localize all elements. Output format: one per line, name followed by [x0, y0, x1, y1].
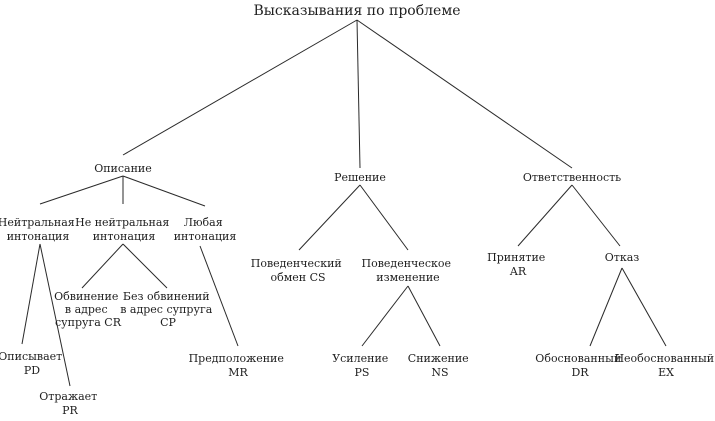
- node-solution: Решение: [334, 171, 386, 184]
- edge-change-strengthening: [361, 285, 409, 347]
- node-reduction-ns: Снижение NS: [408, 352, 472, 379]
- node-unjustified-ex: Необоснованный EX: [614, 352, 715, 379]
- node-blame-cr: Обвинение в адрес супруга CR: [54, 290, 122, 329]
- node-describes-pd: Описывает PD: [0, 350, 66, 377]
- edge-neutral-reflects: [39, 243, 71, 387]
- edge-refusal-justified: [589, 267, 623, 347]
- edge-any-assumption: [199, 245, 239, 347]
- edge-responsibility-acceptance: [517, 184, 573, 247]
- node-any-intonation: Любая интонация: [174, 216, 237, 243]
- node-refusal: Отказ: [605, 251, 640, 264]
- edge-change-reduction: [407, 285, 441, 347]
- edge-refusal-unjustified: [621, 267, 667, 347]
- node-behavioral-exchange-cs: Поведенческий обмен CS: [251, 257, 346, 284]
- node-strengthening-ps: Усиление PS: [332, 352, 392, 379]
- node-non-neutral-intonation: Не нейтральная интонация: [75, 216, 173, 243]
- edge-root-responsibility: [356, 19, 573, 169]
- edge-responsibility-refusal: [571, 184, 621, 247]
- node-neutral-intonation: Нейтральная интонация: [0, 216, 78, 243]
- edge-neutral-describes: [21, 243, 41, 345]
- edge-root-solution: [356, 19, 361, 169]
- edge-description-neutral: [39, 175, 124, 205]
- edge-description-any: [122, 175, 206, 207]
- edge-root-description: [122, 19, 358, 156]
- edge-solution-change: [359, 184, 409, 251]
- edge-solution-exchange: [298, 184, 361, 251]
- tree-connectors: [21, 19, 667, 387]
- tree-nodes: Высказывания по проблеме Описание Решени…: [0, 3, 715, 417]
- node-assumption-mr: Предположение MR: [189, 352, 288, 379]
- node-no-blame-cp: Без обвинений в адрес супруга CP: [120, 290, 216, 329]
- node-description: Описание: [94, 162, 152, 175]
- edge-non-neutral-blame: [81, 243, 124, 289]
- node-responsibility: Ответственность: [523, 171, 621, 184]
- edge-non-neutral-no-blame: [122, 243, 168, 289]
- node-acceptance-ar: Принятие AR: [487, 251, 549, 278]
- node-justified-dr: Обоснованный DR: [535, 352, 624, 379]
- node-root: Высказывания по проблеме: [253, 3, 460, 19]
- node-reflects-pr: Отражает PR: [39, 390, 100, 417]
- node-behavioral-change: Поведенческое изменение: [362, 257, 455, 284]
